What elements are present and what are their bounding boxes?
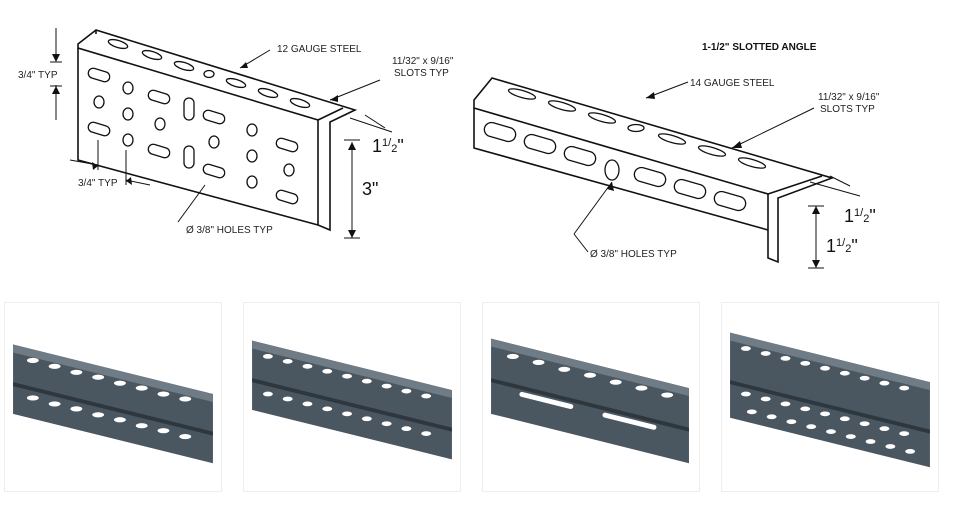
angle-photo-4-svg [730, 332, 930, 468]
holes-label-right: Ø 3/8" HOLES TYP [590, 249, 677, 260]
slots-label-2: SLOTS TYP [394, 68, 449, 79]
web-holes [87, 67, 299, 205]
slots-label-right-1: 11/32" x 9/16" [818, 92, 880, 103]
typ-vertical-label: 3/4" TYP [18, 70, 58, 81]
photo-1-holes [26, 357, 192, 440]
dim-height-label: 3" [362, 179, 378, 199]
typ-horizontal-label: 3/4" TYP [78, 178, 118, 189]
top-flange-slots [107, 38, 311, 109]
arrowheads [52, 54, 356, 238]
dimension-lines-right [573, 81, 861, 269]
diagram-right-svg: 1-1/2" SLOTTED ANGLE [473, 42, 880, 269]
diagram-3in-slotted-angle: 12 GAUGE STEEL 11/32" x 9/16" SLOTS TYP … [0, 0, 470, 290]
web-slots-right [483, 121, 747, 212]
angle-outline-right [473, 77, 835, 264]
slots-label-1: 11/32" x 9/16" [392, 56, 454, 67]
photo-2-holes [262, 354, 432, 436]
diagram-left-svg: 12 GAUGE STEEL 11/32" x 9/16" SLOTS TYP … [18, 28, 454, 239]
photo-angle-2[interactable] [243, 302, 461, 492]
angle-photo-2-svg [252, 340, 452, 460]
holes-label: Ø 3/8" HOLES TYP [186, 225, 273, 236]
photo-angle-3[interactable] [482, 302, 700, 492]
top-flange-slots-right [507, 88, 767, 169]
diagram-1-1-2-slotted-angle: 1-1/2" SLOTTED ANGLE [470, 0, 957, 290]
photo-angle-4[interactable] [721, 302, 939, 492]
angle-photo-3-svg [491, 338, 689, 464]
photo-3-holes [501, 353, 674, 464]
slots-label-right-2: SLOTS TYP [820, 104, 875, 115]
dimension-lines [50, 28, 393, 239]
angle-outline [77, 29, 358, 232]
diagram-title: 1-1/2" SLOTTED ANGLE [702, 42, 817, 53]
gauge-label-right: 14 GAUGE STEEL [690, 78, 775, 89]
angle-photo-1-svg [13, 344, 213, 464]
photo-4-holes [740, 346, 916, 454]
dim-b-label: 11/2" [826, 236, 858, 256]
photo-angle-1[interactable] [4, 302, 222, 492]
dim-flange-label: 11/2" [372, 136, 404, 156]
dim-a-label: 11/2" [844, 206, 876, 226]
gauge-label: 12 GAUGE STEEL [277, 44, 362, 55]
product-photo-row [0, 302, 957, 494]
arrowheads-right [607, 92, 820, 268]
